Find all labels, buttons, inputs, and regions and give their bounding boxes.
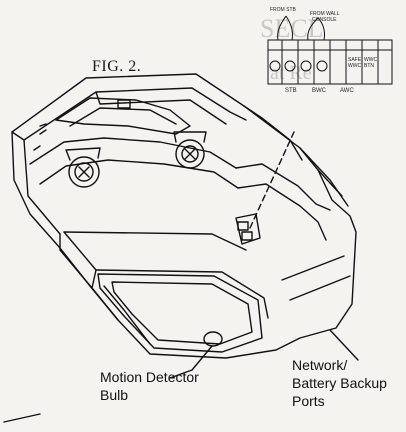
network-callout-line3: Ports bbox=[292, 393, 325, 409]
terminal-small-label: WWC bbox=[364, 57, 378, 63]
network-leader-line bbox=[329, 329, 359, 361]
terminal-code-stb: STB bbox=[285, 88, 297, 94]
network-callout-line1: Network/ bbox=[292, 357, 348, 373]
housing-outline bbox=[11, 73, 357, 359]
terminal-strip bbox=[267, 15, 393, 85]
terminal-from-wall-label-line1: FROM WALL bbox=[310, 11, 340, 17]
terminal-small-label: BTN bbox=[364, 63, 374, 69]
terminal-from-wall-label-line2: CONSOLE bbox=[312, 17, 337, 23]
terminal-code-awc: AWC bbox=[340, 88, 354, 94]
terminal-from-stb-label: FROM STB bbox=[270, 7, 296, 13]
housing-top-edge bbox=[11, 87, 247, 141]
terminal-small-label: SAFE bbox=[348, 57, 362, 63]
motion-detector-callout-line2: Bulb bbox=[100, 387, 129, 403]
motion-detector-callout-line1: Motion Detector bbox=[100, 369, 199, 385]
figure-title: FIG. 2. bbox=[92, 58, 142, 75]
lens-cover bbox=[97, 273, 263, 353]
network-callout-line2: Battery Backup bbox=[292, 375, 387, 391]
motion-detector-bulb-shape bbox=[203, 331, 223, 347]
terminal-small-label: WWC bbox=[348, 63, 362, 69]
terminal-code-bwc: BWC bbox=[312, 88, 326, 94]
network-callout: Network/ Battery Backup Ports bbox=[292, 356, 387, 410]
motion-detector-callout: Motion Detector Bulb bbox=[100, 368, 199, 404]
motion-leader-line bbox=[169, 345, 213, 379]
